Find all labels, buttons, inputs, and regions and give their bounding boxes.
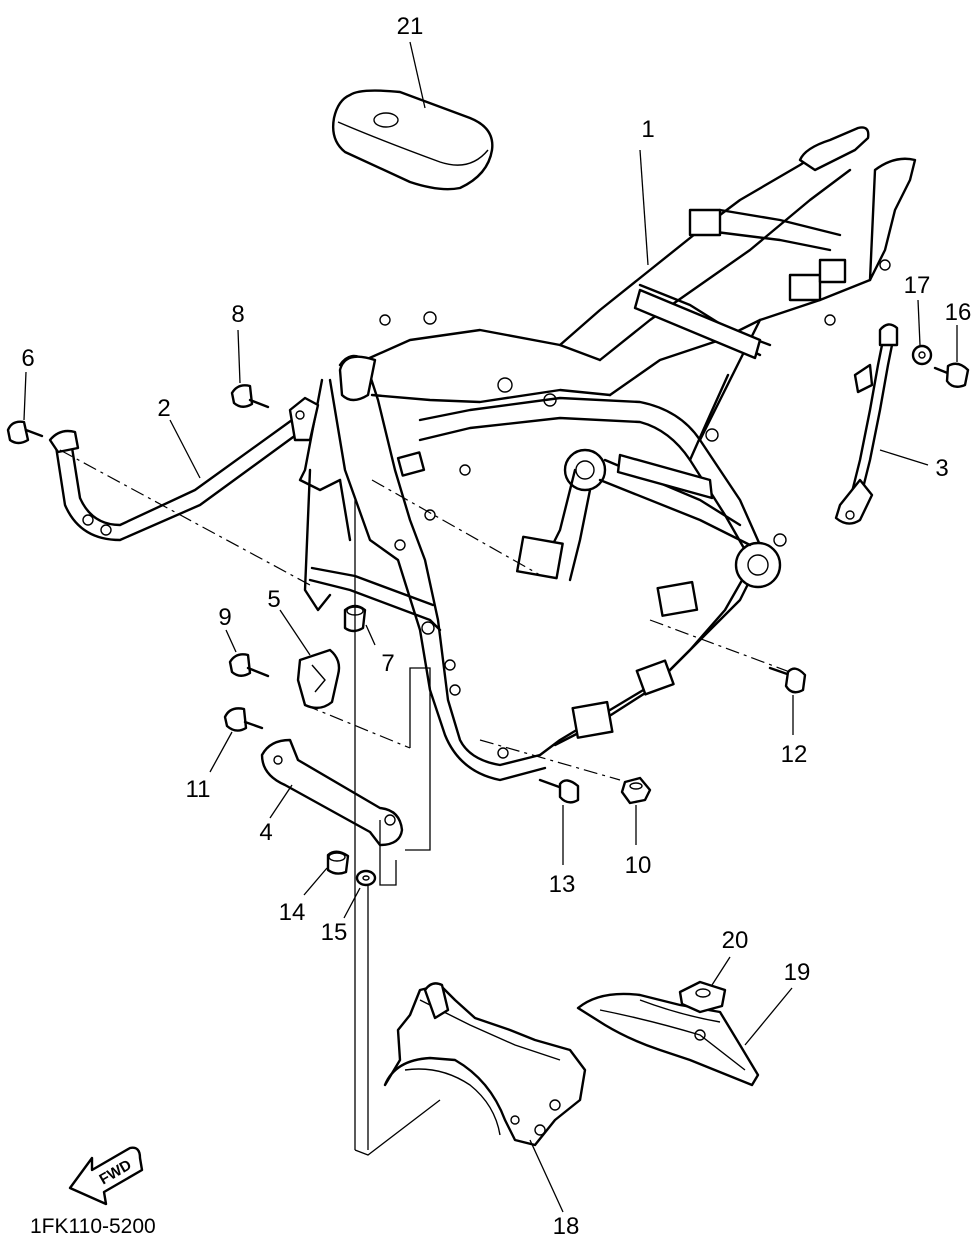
callout-5: 5 — [267, 586, 280, 613]
callout-18: 18 — [553, 1213, 580, 1240]
callout-labels: 21 1 2 3 4 5 6 7 8 9 10 11 12 13 14 15 1… — [21, 13, 971, 1240]
part-13-bolt — [538, 778, 580, 865]
part-7-collar — [343, 604, 376, 646]
part-3-side-rod — [834, 323, 929, 525]
callout-17: 17 — [904, 272, 931, 299]
callout-6: 6 — [21, 345, 34, 372]
part-21-cover — [331, 41, 494, 191]
part-16-bolt — [933, 325, 970, 388]
part-5-plate — [279, 609, 341, 710]
callout-16: 16 — [945, 299, 972, 326]
callout-4: 4 — [259, 819, 272, 846]
callout-14: 14 — [279, 899, 306, 926]
callout-15: 15 — [321, 919, 348, 946]
part-19-side-cover — [576, 987, 793, 1087]
part-9-bolt — [225, 629, 270, 678]
callout-9: 9 — [218, 604, 231, 631]
part-20-clip — [678, 956, 731, 1014]
part-10-nut — [620, 776, 652, 845]
callout-12: 12 — [781, 741, 808, 768]
part-8-bolt — [230, 329, 270, 409]
part-12-bolt — [768, 666, 807, 735]
drawing-code: 1FK110-5200 — [30, 1215, 156, 1238]
callout-1: 1 — [641, 116, 654, 143]
callout-19: 19 — [784, 959, 811, 986]
callout-8: 8 — [231, 301, 244, 328]
callout-21: 21 — [397, 13, 424, 40]
part-15-washer — [343, 869, 377, 919]
part-18-lower-cover — [383, 982, 587, 1213]
callout-7: 7 — [381, 650, 394, 677]
part-2-guard-bar — [48, 396, 320, 542]
callout-13: 13 — [549, 871, 576, 898]
assembly-lines — [59, 449, 791, 1156]
part-6-bolt — [6, 371, 44, 445]
callout-20: 20 — [722, 927, 749, 954]
part-1-main-frame — [298, 126, 917, 782]
fwd-arrow-icon: FWD — [68, 1146, 144, 1206]
callout-10: 10 — [625, 852, 652, 879]
callout-2: 2 — [157, 395, 170, 422]
callout-3: 3 — [935, 455, 948, 482]
callout-11: 11 — [186, 776, 211, 803]
part-17-washer — [911, 299, 933, 366]
part-11-bolt — [209, 707, 264, 773]
part-14-collar — [303, 850, 350, 896]
part-4-lower-bracket — [260, 738, 404, 847]
